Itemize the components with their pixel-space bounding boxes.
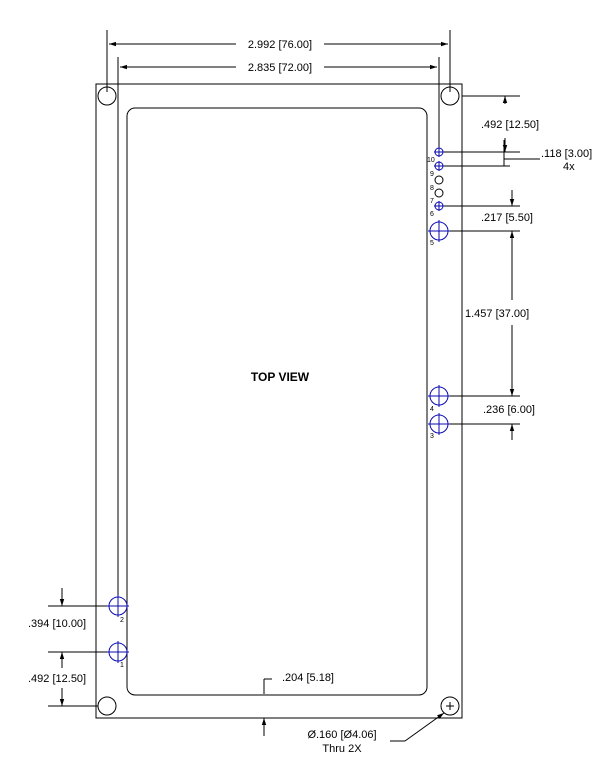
pin-6: 6 xyxy=(430,201,444,218)
svg-text:2: 2 xyxy=(120,617,124,624)
mount-hole-note: Thru 2X xyxy=(322,743,362,755)
svg-text:5: 5 xyxy=(430,240,434,247)
pin4-to-pin3-dimension: .236 [6.00] xyxy=(483,404,535,416)
pin-2: 2 xyxy=(107,595,129,624)
pin-1: 1 xyxy=(107,641,129,669)
component-area-outline xyxy=(126,107,428,696)
pin1-to-bottom-dimension: .492 [12.50] xyxy=(28,673,86,685)
svg-text:9: 9 xyxy=(430,171,434,178)
mount-hole-diameter-callout: Ø.160 [Ø4.06] xyxy=(307,729,376,741)
pin6-to-pin5-dimension: .217 [5.50] xyxy=(481,212,533,224)
board-outline xyxy=(95,83,463,719)
hole-spacing-dimension: 2.835 [72.00] xyxy=(248,62,312,74)
mounting-hole-bottom-right xyxy=(440,696,460,716)
mounting-hole-bottom-left xyxy=(97,696,117,716)
pin-7: 7 xyxy=(430,188,444,205)
svg-text:1: 1 xyxy=(120,662,124,669)
pin5-to-pin4-dimension: 1.457 [37.00] xyxy=(465,308,529,320)
top-to-pin10-dimension: .492 [12.50] xyxy=(481,119,539,131)
small-hole-diameter-dimension: .118 [3.00] xyxy=(541,148,592,160)
pin-5: 5 xyxy=(428,220,450,247)
pin-8: 8 xyxy=(430,175,444,192)
svg-text:10: 10 xyxy=(427,157,435,164)
pin-9: 9 xyxy=(430,161,444,178)
pin-10: 10 xyxy=(427,147,444,164)
leader-line xyxy=(404,712,445,742)
svg-text:7: 7 xyxy=(430,198,434,205)
pin-4: 4 xyxy=(428,385,450,413)
svg-text:3: 3 xyxy=(430,433,434,440)
small-hole-quantity: 4x xyxy=(563,161,575,173)
pin2-to-pin1-dimension: .394 [10.00] xyxy=(28,618,86,630)
svg-text:6: 6 xyxy=(430,211,434,218)
pin-3: 3 xyxy=(428,413,450,440)
overall-width-dimension: 2.992 [76.00] xyxy=(248,39,312,51)
svg-text:8: 8 xyxy=(430,185,434,192)
view-title: TOP VIEW xyxy=(251,370,310,384)
svg-text:4: 4 xyxy=(430,406,434,413)
inner-offset-dimension: .204 [5.18] xyxy=(282,672,334,684)
